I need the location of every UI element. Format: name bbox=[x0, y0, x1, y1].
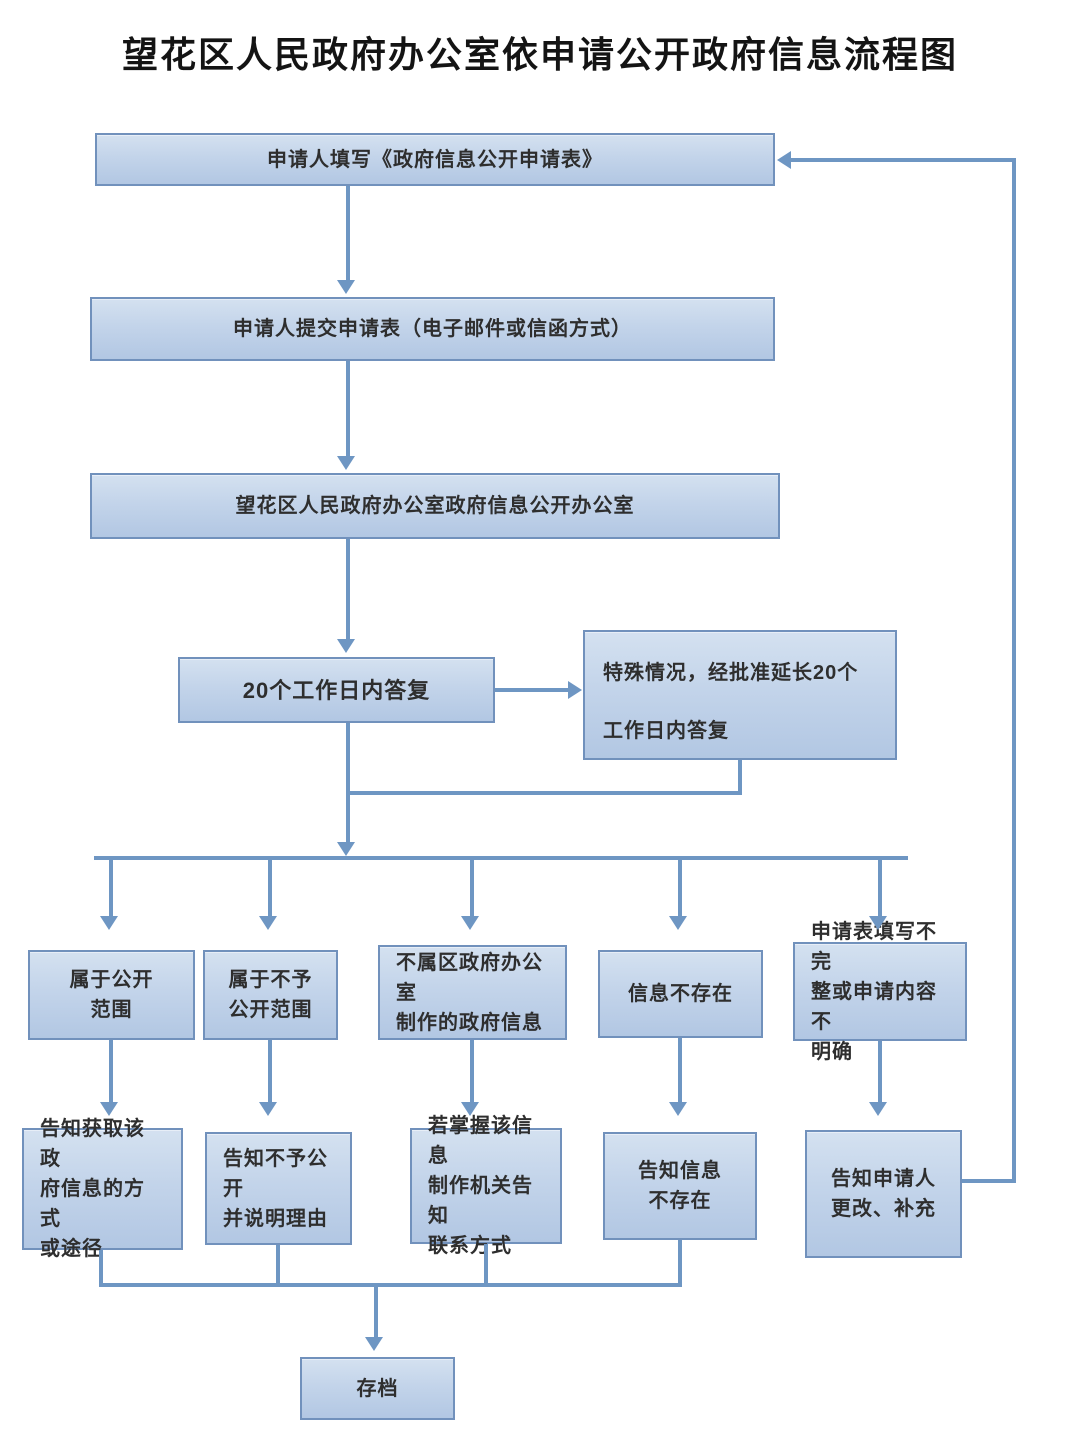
node-within-public-scope: 属于公开 范围 bbox=[28, 950, 195, 1040]
connector-special-join bbox=[346, 791, 742, 795]
node-form-incomplete: 申请表填写不完 整或申请内容不 明确 bbox=[793, 921, 967, 1063]
connector-fillform-to-submit bbox=[346, 186, 350, 281]
arrowhead-down-icon bbox=[869, 916, 887, 930]
connector-feedback-up bbox=[1012, 158, 1016, 1183]
connector-merge-4 bbox=[678, 1240, 682, 1287]
node-inform-producer-contact: 若掌握该信息 制作机关告知 联系方式 bbox=[410, 1115, 562, 1257]
arrowhead-down-icon bbox=[100, 916, 118, 930]
arrowhead-down-icon bbox=[337, 639, 355, 653]
arrowhead-left-icon bbox=[777, 151, 791, 169]
node-not-public-scope: 属于不予 公开范围 bbox=[203, 950, 338, 1040]
connector-reply-to-special bbox=[495, 688, 569, 692]
node-inform-amend-supplement: 告知申请人 更改、补充 bbox=[805, 1130, 962, 1258]
arrowhead-down-icon bbox=[100, 1102, 118, 1116]
arrowhead-right-icon bbox=[568, 681, 582, 699]
arrowhead-down-icon bbox=[461, 916, 479, 930]
connector-branch-4 bbox=[678, 858, 682, 918]
node-disclosure-office: 望花区人民政府办公室政府信息公开办公室 bbox=[90, 473, 780, 539]
connector-office-to-reply bbox=[346, 539, 350, 640]
connector-incomplete-to-action bbox=[878, 1041, 882, 1104]
arrowhead-down-icon bbox=[869, 1102, 887, 1116]
arrowhead-down-icon bbox=[259, 916, 277, 930]
node-submit-application: 申请人提交申请表（电子邮件或信函方式） bbox=[90, 297, 775, 361]
connector-public-to-action bbox=[109, 1040, 113, 1104]
arrowhead-down-icon bbox=[337, 842, 355, 856]
connector-branch-2 bbox=[268, 858, 272, 918]
connector-merge-3 bbox=[484, 1244, 488, 1287]
node-info-not-exist: 信息不存在 bbox=[598, 950, 763, 1038]
connector-branch-1 bbox=[109, 858, 113, 918]
connector-reply-to-branches bbox=[346, 723, 350, 843]
connector-feedback-return bbox=[791, 158, 1012, 162]
node-special-case-extension: 特殊情况，经批准延长20个 工作日内答复 bbox=[583, 630, 897, 760]
arrowhead-down-icon bbox=[461, 1102, 479, 1116]
node-inform-not-exist: 告知信息 不存在 bbox=[603, 1132, 757, 1240]
connector-distribution-line bbox=[94, 856, 908, 860]
arrowhead-down-icon bbox=[337, 456, 355, 470]
arrowhead-down-icon bbox=[337, 280, 355, 294]
node-inform-refusal-reason: 告知不予公开 并说明理由 bbox=[205, 1132, 352, 1245]
connector-notproduced-to-action bbox=[470, 1040, 474, 1104]
connector-merge-line bbox=[99, 1283, 682, 1287]
connector-special-down bbox=[738, 760, 742, 795]
node-not-produced-by-office: 不属区政府办公室 制作的政府信息 bbox=[378, 945, 567, 1040]
node-reply-20-days: 20个工作日内答复 bbox=[178, 657, 495, 723]
connector-notexist-to-action bbox=[678, 1038, 682, 1104]
arrowhead-down-icon bbox=[669, 1102, 687, 1116]
connector-merge-1 bbox=[99, 1250, 103, 1287]
page-title: 望花区人民政府办公室依申请公开政府信息流程图 bbox=[121, 34, 958, 75]
connector-submit-to-office bbox=[346, 361, 350, 457]
connector-feedback-out bbox=[962, 1179, 1016, 1183]
connector-branch-5 bbox=[878, 858, 882, 918]
node-inform-access-way: 告知获取该政 府信息的方式 或途径 bbox=[22, 1118, 183, 1260]
connector-merge-2 bbox=[276, 1245, 280, 1287]
node-fill-application-form: 申请人填写《政府信息公开申请表》 bbox=[95, 133, 775, 186]
arrowhead-down-icon bbox=[669, 916, 687, 930]
connector-merge-to-archive bbox=[374, 1283, 378, 1339]
node-archive: 存档 bbox=[300, 1357, 455, 1420]
arrowhead-down-icon bbox=[259, 1102, 277, 1116]
arrowhead-down-icon bbox=[365, 1337, 383, 1351]
connector-branch-3 bbox=[470, 858, 474, 918]
connector-notpublic-to-action bbox=[268, 1040, 272, 1104]
